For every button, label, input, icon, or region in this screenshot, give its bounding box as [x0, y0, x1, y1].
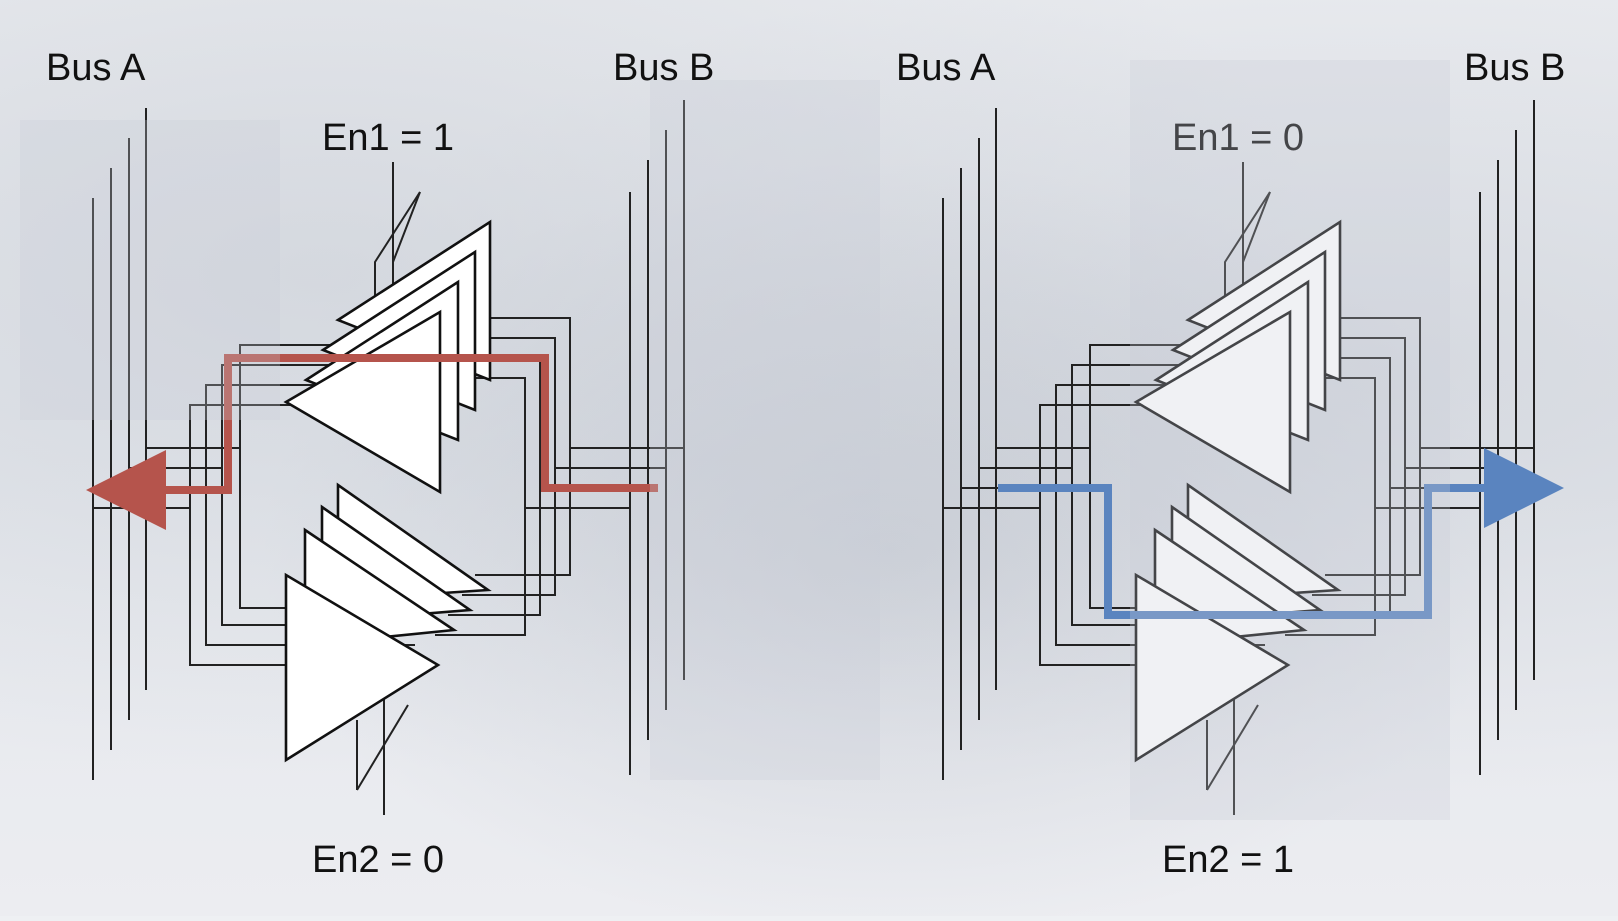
bus-b-label: Bus B	[1464, 47, 1565, 89]
en1-label: En1 = 1	[322, 117, 454, 159]
bus-b-label: Bus B	[613, 47, 714, 89]
background-shade	[20, 120, 280, 420]
bus-b-lines	[629, 100, 685, 775]
data-flow-path	[998, 448, 1564, 619]
panel-right: Bus A Bus B En1 = 0 En2 = 1	[896, 47, 1565, 881]
en2-label: En2 = 0	[312, 839, 444, 881]
en1-label: En1 = 0	[1172, 117, 1304, 159]
data-flow-path	[86, 354, 658, 530]
background-shade	[650, 80, 880, 780]
en2-label: En2 = 1	[1162, 839, 1294, 881]
bus-b-lines	[1479, 100, 1535, 775]
lower-buffer-stack	[284, 482, 492, 763]
bus-a-lines	[942, 108, 997, 780]
background-shade	[1130, 60, 1450, 820]
bus-a-label: Bus A	[896, 47, 996, 89]
upper-buffer-stack	[1133, 219, 1342, 495]
panel-left: Bus A Bus B En1 = 1 En2 = 0	[46, 47, 714, 881]
bus-a-label: Bus A	[46, 47, 146, 89]
